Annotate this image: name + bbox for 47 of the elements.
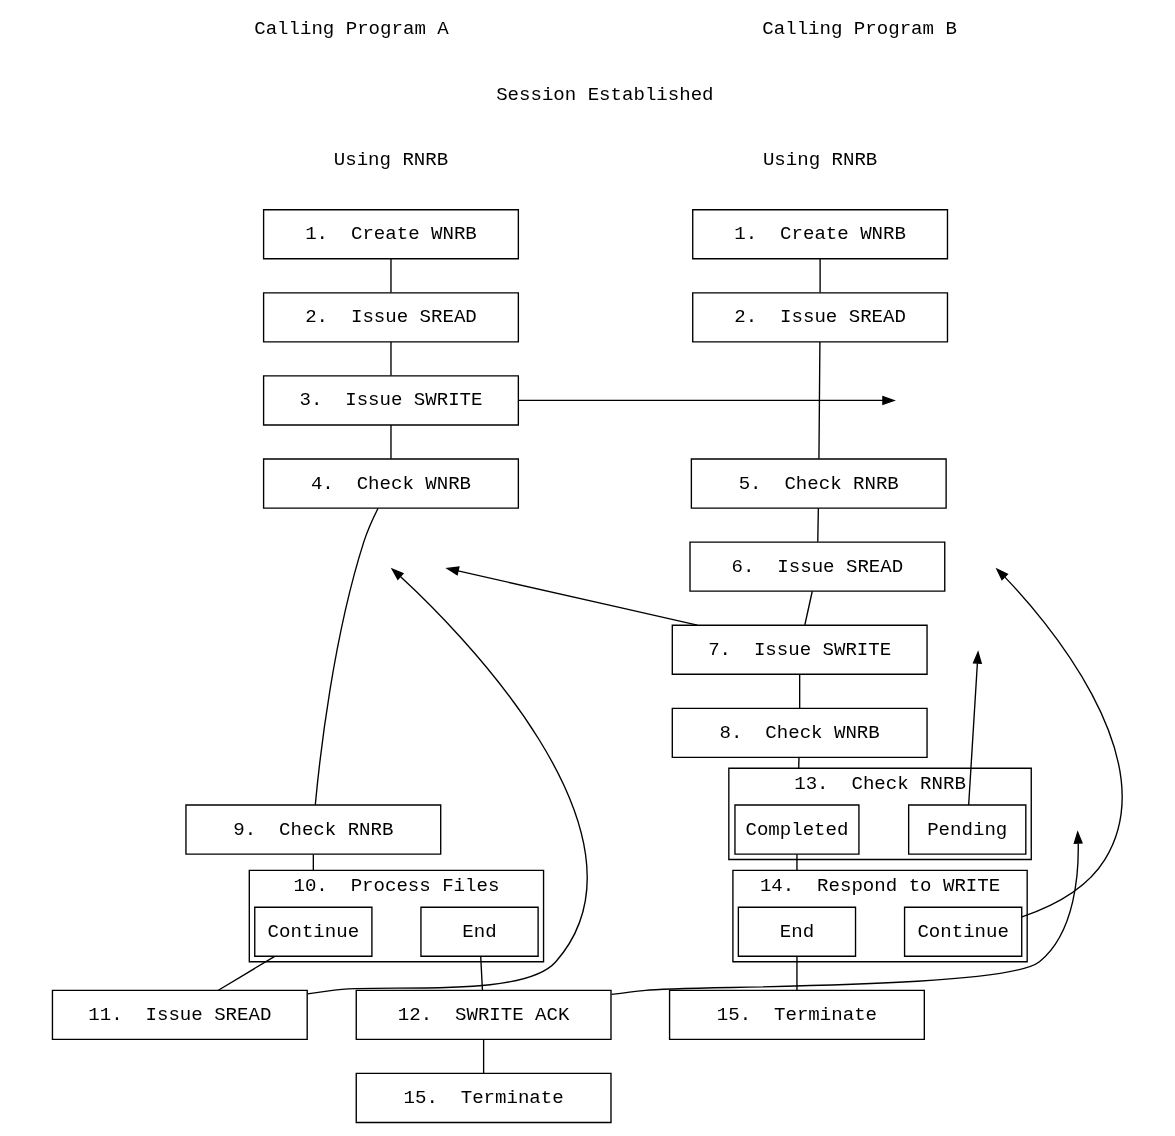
connector bbox=[796, 955, 798, 991]
connector bbox=[804, 590, 813, 626]
node-box: 6. Issue SREAD bbox=[689, 541, 946, 592]
connector bbox=[796, 853, 798, 872]
node-box: End bbox=[420, 906, 539, 957]
node-box: 12. SWRITE ACK bbox=[355, 989, 612, 1041]
node-box: Continue bbox=[903, 906, 1023, 957]
arrow bbox=[306, 567, 588, 995]
connector bbox=[390, 341, 392, 377]
connector bbox=[217, 955, 276, 991]
node-box: 3. Issue SWRITE bbox=[262, 375, 520, 426]
connector bbox=[819, 258, 821, 294]
arrow bbox=[968, 650, 983, 806]
connector bbox=[480, 955, 484, 991]
connector bbox=[818, 341, 821, 460]
node-box: 1. Create WNRB bbox=[262, 209, 520, 260]
node-box: 7. Issue SWRITE bbox=[671, 624, 928, 675]
arrow bbox=[518, 395, 896, 406]
node-box: 15. Terminate bbox=[668, 989, 925, 1041]
label: Using RNRB bbox=[333, 149, 449, 172]
arrow bbox=[995, 567, 1123, 918]
connector bbox=[390, 424, 392, 460]
node-box: 2. Issue SREAD bbox=[262, 292, 520, 343]
node-box: 15. Terminate bbox=[355, 1072, 612, 1124]
label: Using RNRB bbox=[762, 149, 878, 172]
node-box: 4. Check WNRB bbox=[262, 458, 520, 509]
connector bbox=[482, 1038, 485, 1074]
node-box: 2. Issue SREAD bbox=[692, 292, 949, 343]
connector bbox=[314, 507, 379, 806]
node-box: 1. Create WNRB bbox=[692, 209, 949, 260]
connector bbox=[798, 756, 800, 769]
node-box: Pending bbox=[908, 804, 1027, 855]
node-box: Completed bbox=[734, 804, 860, 855]
connector bbox=[817, 507, 820, 543]
node-box: 8. Check WNRB bbox=[671, 707, 928, 759]
connector bbox=[799, 673, 801, 709]
arrow bbox=[610, 830, 1083, 996]
node-box: 5. Check RNRB bbox=[690, 458, 947, 509]
arrow bbox=[445, 566, 699, 626]
label: Calling Program B bbox=[762, 18, 957, 41]
node-box: 11. Issue SREAD bbox=[51, 989, 308, 1041]
node-box: End bbox=[737, 906, 857, 957]
label: Calling Program A bbox=[254, 18, 449, 41]
node-box: 9. Check RNRB bbox=[185, 804, 442, 855]
node-box: Continue bbox=[254, 906, 373, 957]
connector bbox=[390, 258, 392, 294]
label: Session Established bbox=[496, 83, 714, 106]
